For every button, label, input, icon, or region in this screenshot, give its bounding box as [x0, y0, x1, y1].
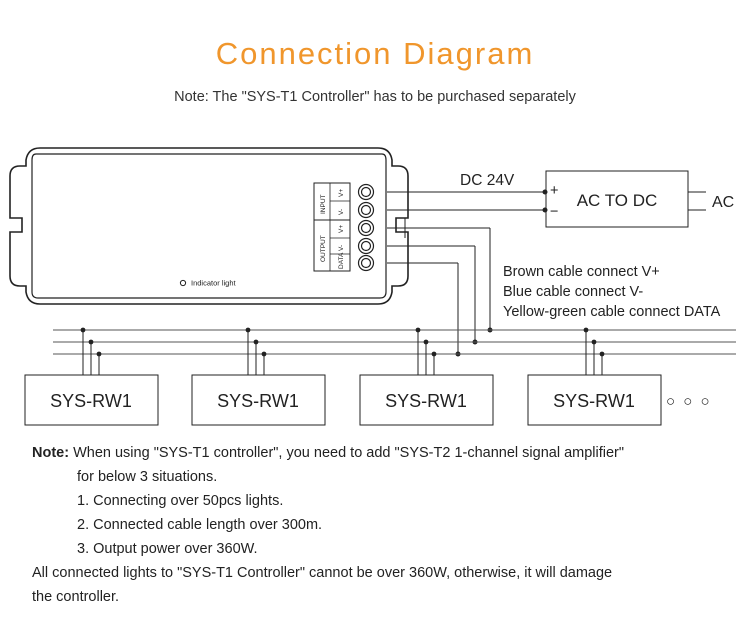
device-label: SYS-RW1 [50, 391, 132, 411]
notes-item-1: 1. Connecting over 50pcs lights. [77, 493, 284, 509]
page-subtitle: Note: The "SYS-T1 Controller" has to be … [174, 89, 576, 105]
device-drops [82, 330, 603, 375]
notes-line-1: When using "SYS-T1 controller", you need… [69, 445, 625, 461]
notes-item-2: 2. Connected cable length over 300m. [77, 517, 323, 533]
notes-label: Note: [32, 445, 70, 461]
plus-sign: + [550, 183, 558, 199]
indicator-light-label: Indicator light [191, 279, 237, 288]
device-label: SYS-RW1 [553, 391, 635, 411]
page-title: Connection Diagram [215, 36, 535, 71]
notes-item-3: 3. Output power over 360W. [77, 541, 258, 557]
device-box [359, 374, 494, 426]
continuation-marks: ○ ○ ○ [666, 393, 712, 410]
cable-note-blue: Blue cable connect V- [503, 284, 643, 300]
signal-bus [53, 329, 736, 355]
controller-wiring [387, 191, 545, 354]
device-box [191, 374, 326, 426]
terminal-label-data: DATA [338, 252, 345, 269]
device-box [527, 374, 662, 426]
notes-section: Note: When using "SYS-T1 controller", yo… [32, 441, 624, 609]
converter-label: AC TO DC [577, 191, 658, 210]
notes-footer-2: the controller. [32, 589, 120, 605]
terminal-label-vplus-out: V+ [338, 225, 345, 233]
output-group-label: OUTPUT [320, 235, 327, 262]
connection-diagram: INPUT OUTPUT V+ V- V+ V- DATA Indicator … [9, 147, 736, 426]
cable-note-yellow-green: Yellow-green cable connect DATA [503, 304, 721, 320]
terminal-label-vplus-in: V+ [338, 189, 345, 197]
ac-input-label: AC [712, 194, 734, 211]
cable-note-brown: Brown cable connect V+ [503, 264, 660, 280]
device-label: SYS-RW1 [385, 391, 467, 411]
dc-voltage-label: DC 24V [460, 172, 515, 189]
device-box [24, 374, 159, 426]
controller-unit: INPUT OUTPUT V+ V- V+ V- DATA Indicator … [9, 147, 409, 305]
notes-line-2: for below 3 situations. [77, 469, 218, 485]
device-label: SYS-RW1 [217, 391, 299, 411]
indicator-light-icon [179, 279, 187, 287]
minus-sign: − [550, 204, 558, 220]
terminal-label-vminus-out: V- [338, 245, 345, 251]
notes-footer-1: All connected lights to "SYS-T1 Controll… [32, 565, 613, 581]
ac-to-dc-converter: AC TO DC + − AC [542, 170, 734, 228]
input-group-label: INPUT [320, 194, 327, 214]
terminal-label-vminus-in: V- [338, 209, 345, 215]
